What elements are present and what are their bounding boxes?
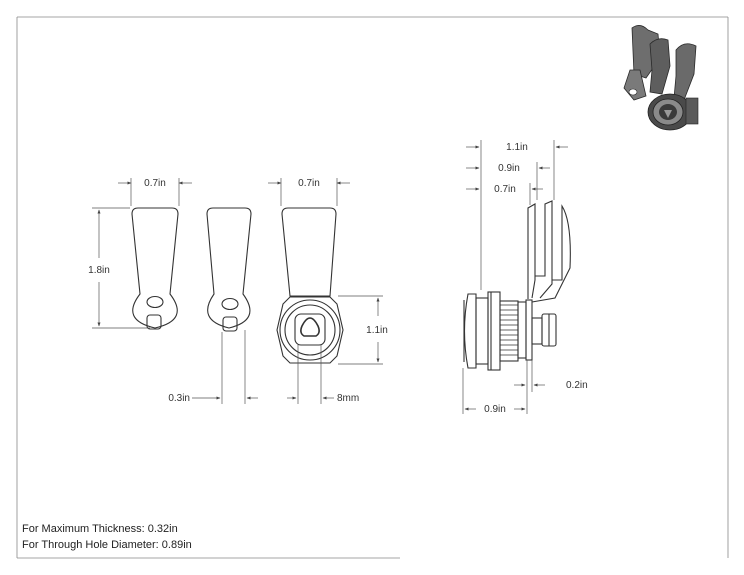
note-max-thickness: For Maximum Thickness: 0.32in	[22, 523, 178, 535]
dim-body-height: 1.1in	[366, 325, 388, 336]
dim-side-mid: 0.9in	[498, 163, 520, 174]
lever-front-view-1	[131, 207, 179, 330]
note-hole-diameter: For Through Hole Diameter: 0.89in	[22, 539, 192, 551]
lock-front-view	[276, 207, 344, 364]
dimension-labels: 0.7in 0.7in 1.8in 0.3in 8mm 1.1in 1.1in …	[88, 142, 588, 415]
lock-side-view	[463, 200, 571, 371]
dim-lever-length: 1.8in	[88, 265, 110, 276]
dim-side-overall: 1.1in	[506, 142, 528, 153]
dimension-lines	[92, 140, 568, 414]
isometric-preview	[623, 25, 699, 131]
dim-side-bottom: 0.9in	[484, 404, 506, 415]
dim-lever-width-2: 0.7in	[298, 178, 320, 189]
lever-front-view-2	[206, 207, 252, 332]
dim-cam-thickness: 0.3in	[168, 393, 190, 404]
sheet-frame	[16, 16, 729, 559]
dim-side-cam: 0.2in	[566, 380, 588, 391]
dim-tri-bit: 8mm	[337, 393, 359, 404]
dim-side-short: 0.7in	[494, 184, 516, 195]
dim-lever-width-1: 0.7in	[144, 178, 166, 189]
